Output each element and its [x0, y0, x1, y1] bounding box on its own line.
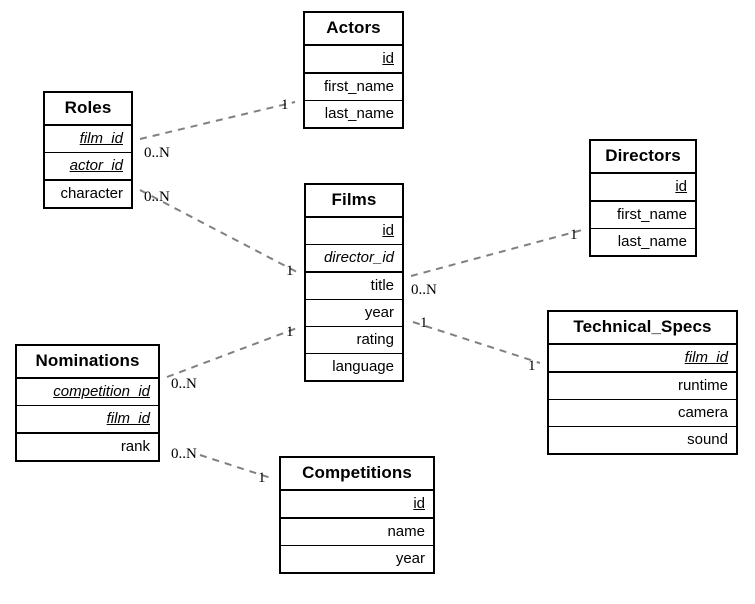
- entity-field-competitions-id[interactable]: id: [281, 491, 433, 519]
- field-label: sound: [687, 431, 728, 448]
- entity-field-technical_specs-camera[interactable]: camera: [549, 400, 736, 427]
- relationship-line-nominations-films: [166, 327, 298, 378]
- entity-competitions[interactable]: Competitions id name year: [279, 456, 435, 574]
- field-label: id: [382, 50, 394, 67]
- relationship-line-roles-films: [139, 189, 298, 273]
- field-label: runtime: [677, 377, 728, 394]
- field-label: id: [413, 495, 425, 512]
- relationship-line-films-technical-specs: [412, 321, 541, 364]
- entity-title-actors: Actors: [305, 13, 402, 46]
- field-label: rating: [356, 331, 394, 348]
- cardinality-label-roles-films-to: 1: [286, 263, 294, 279]
- field-label: film_id: [106, 410, 150, 427]
- field-label: director_id: [323, 249, 394, 266]
- entity-field-technical_specs-sound[interactable]: sound: [549, 427, 736, 453]
- entity-field-competitions-name[interactable]: name: [281, 519, 433, 546]
- entity-field-technical_specs-runtime[interactable]: runtime: [549, 373, 736, 400]
- entity-field-directors-id[interactable]: id: [591, 174, 695, 202]
- field-label: title: [370, 277, 394, 294]
- field-label: name: [387, 523, 425, 540]
- field-label: last_name: [617, 233, 687, 250]
- entity-title-directors: Directors: [591, 141, 695, 174]
- entity-field-roles-actor_id[interactable]: actor_id: [45, 153, 131, 181]
- cardinality-label-roles-actors-from: 0..N: [144, 145, 170, 161]
- field-label: language: [332, 358, 394, 375]
- entity-field-roles-character[interactable]: character: [45, 181, 131, 207]
- field-label: actor_id: [69, 157, 123, 174]
- cardinality-label-films-directors-to: 1: [570, 227, 578, 243]
- relationship-line-roles-actors: [139, 101, 296, 140]
- cardinality-label-films-technical-specs-from: 1: [420, 315, 428, 331]
- field-label: first_name: [323, 78, 394, 95]
- entity-field-nominations-rank[interactable]: rank: [17, 434, 158, 460]
- entity-field-films-director_id[interactable]: director_id: [306, 245, 402, 273]
- field-label: rank: [120, 438, 150, 455]
- field-label: first_name: [616, 206, 687, 223]
- entity-field-competitions-year[interactable]: year: [281, 546, 433, 572]
- cardinality-label-films-technical-specs-to: 1: [528, 358, 536, 374]
- entity-field-directors-last_name[interactable]: last_name: [591, 229, 695, 255]
- entity-directors[interactable]: Directors id first_name last_name: [589, 139, 697, 257]
- entity-field-films-language[interactable]: language: [306, 354, 402, 380]
- cardinality-label-nominations-films-from: 0..N: [171, 376, 197, 392]
- cardinality-label-roles-films-from: 0..N: [144, 189, 170, 205]
- cardinality-label-roles-actors-to: 1: [281, 97, 289, 113]
- entity-title-competitions: Competitions: [281, 458, 433, 491]
- entity-title-roles: Roles: [45, 93, 131, 126]
- entity-field-roles-film_id[interactable]: film_id: [45, 126, 131, 153]
- entity-field-directors-first_name[interactable]: first_name: [591, 202, 695, 229]
- cardinality-label-films-directors-from: 0..N: [411, 282, 437, 298]
- field-label: year: [364, 304, 394, 321]
- field-label: character: [60, 185, 123, 202]
- entity-title-films: Films: [306, 185, 402, 218]
- entity-title-technical_specs: Technical_Specs: [549, 312, 736, 345]
- entity-title-nominations: Nominations: [17, 346, 158, 379]
- field-label: film_id: [79, 130, 123, 147]
- field-label: id: [382, 222, 394, 239]
- entity-field-technical_specs-film_id[interactable]: film_id: [549, 345, 736, 373]
- relationship-line-films-directors: [410, 229, 583, 277]
- entity-roles[interactable]: Roles film_id actor_id character: [43, 91, 133, 209]
- field-label: film_id: [684, 349, 728, 366]
- field-label: last_name: [324, 105, 394, 122]
- entity-field-films-id[interactable]: id: [306, 218, 402, 245]
- entity-field-films-rating[interactable]: rating: [306, 327, 402, 354]
- entity-field-films-year[interactable]: year: [306, 300, 402, 327]
- field-label: competition_id: [53, 383, 150, 400]
- entity-field-actors-id[interactable]: id: [305, 46, 402, 74]
- cardinality-label-nominations-competitions-from: 0..N: [171, 446, 197, 462]
- cardinality-label-nominations-films-to: 1: [286, 324, 294, 340]
- entity-field-actors-first_name[interactable]: first_name: [305, 74, 402, 101]
- field-label: year: [395, 550, 425, 567]
- cardinality-label-nominations-competitions-to: 1: [258, 470, 266, 486]
- entity-field-nominations-competition_id[interactable]: competition_id: [17, 379, 158, 406]
- field-label: camera: [677, 404, 728, 421]
- entity-actors[interactable]: Actors id first_name last_name: [303, 11, 404, 129]
- entity-field-nominations-film_id[interactable]: film_id: [17, 406, 158, 434]
- entity-field-actors-last_name[interactable]: last_name: [305, 101, 402, 127]
- entity-field-films-title[interactable]: title: [306, 273, 402, 300]
- field-label: id: [675, 178, 687, 195]
